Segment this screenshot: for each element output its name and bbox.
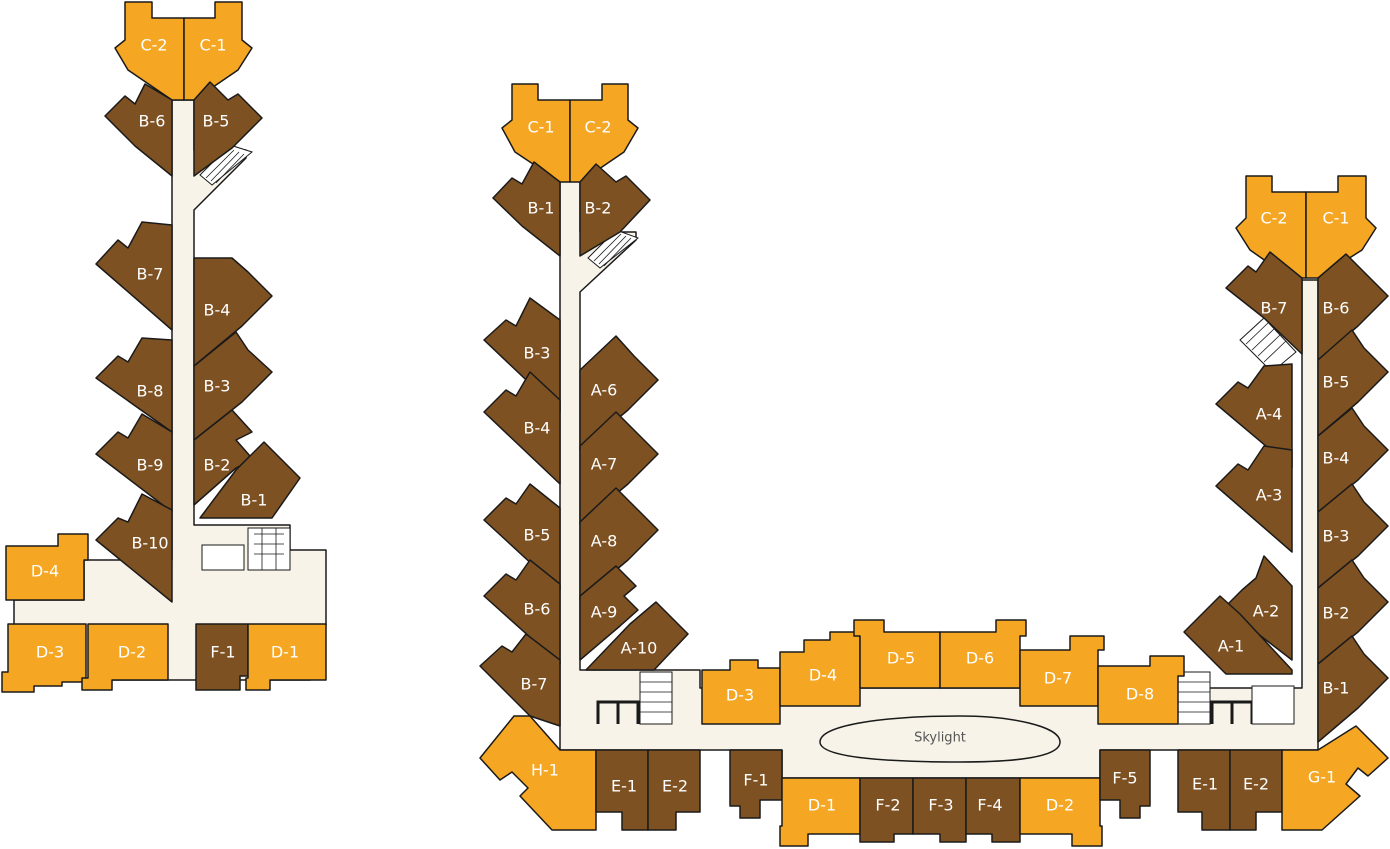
unit-f-2[interactable]: F-2 [859,777,914,843]
unit-d-7[interactable]: D-7 [1019,635,1105,707]
unit-d-1[interactable]: D-1 [245,623,327,691]
unit-a-3[interactable]: A-3 [1215,445,1293,553]
unit-d-4[interactable]: D-4 [5,533,89,601]
unit-c-1[interactable]: C-1 [183,1,253,101]
unit-d-4-south[interactable]: D-4 [779,631,861,707]
unit-d-1-south[interactable]: D-1 [779,777,861,847]
unit-d-5[interactable]: D-5 [853,619,941,689]
unit-d-6[interactable]: D-6 [939,619,1027,689]
skylight: Skylight [819,715,1061,763]
unit-f-4[interactable]: F-4 [965,777,1021,843]
unit-d-8[interactable]: D-8 [1097,655,1185,725]
unit-f-5[interactable]: F-5 [1099,749,1151,819]
unit-b-8[interactable]: B-8 [95,337,173,433]
east-stair [1239,317,1297,373]
unit-d-2[interactable]: D-2 [81,623,169,691]
unit-d-3-south[interactable]: D-3 [701,659,781,725]
unit-b-7[interactable]: B-7 [95,221,173,331]
unit-e-2-east[interactable]: E-2 [1229,749,1283,831]
unit-b-6[interactable]: B-6 [104,83,173,177]
skylight-outline [819,715,1061,763]
unit-f-1[interactable]: F-1 [195,623,249,691]
unit-d-3[interactable]: D-3 [1,623,87,693]
unit-f-1-south[interactable]: F-1 [729,749,783,819]
east-wing: C-2 C-1 B-7 B-6 B-5 A-4 B-4 A-3 B-3 A-2 … [1183,175,1389,743]
unit-e-2-west[interactable]: E-2 [647,749,701,831]
unit-b-1-west[interactable]: B-1 [492,161,561,257]
skylight-label: Skylight [914,731,966,746]
unit-f-3[interactable]: F-3 [912,777,967,843]
unit-e-1-west[interactable]: E-1 [595,749,649,831]
unit-b-4-west[interactable]: B-4 [483,371,561,485]
unit-d-2-south[interactable]: D-2 [1019,777,1103,847]
right-lower-stair-east [1177,671,1295,725]
right-lower-stair-west [596,671,673,725]
unit-e-1-east[interactable]: E-1 [1177,749,1231,831]
unit-c-2-west[interactable]: C-2 [569,83,639,183]
right-upper-stair [587,229,640,269]
stairs [199,144,1297,725]
unit-b-9[interactable]: B-9 [95,413,173,513]
unit-c-2[interactable]: C-2 [114,1,185,101]
left-lower-stair [201,527,291,571]
